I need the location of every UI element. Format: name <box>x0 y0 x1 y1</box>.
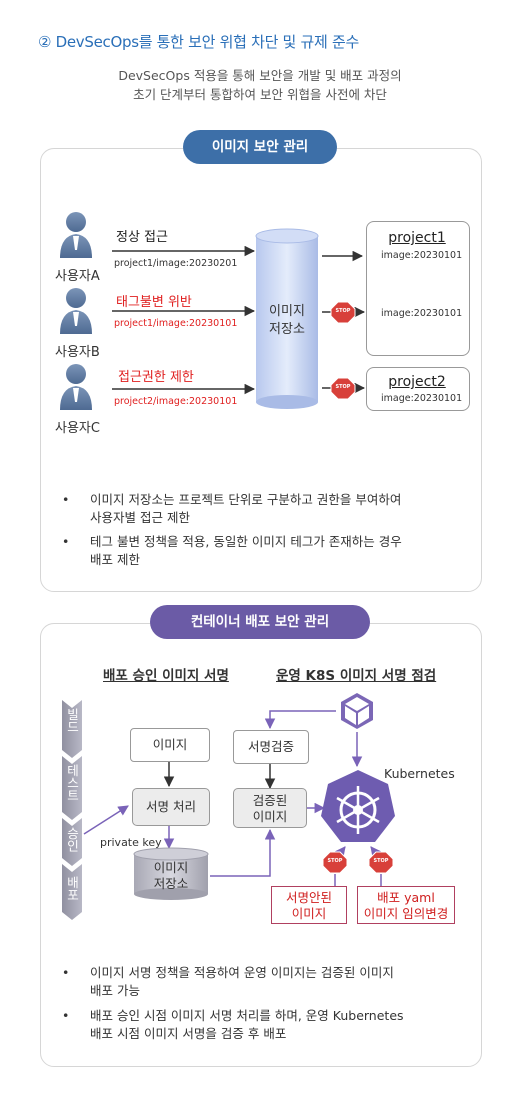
stage-build-chevron <box>62 700 82 758</box>
project1-box <box>366 221 470 356</box>
section2-bullet-2: • 배포 승인 시점 이미지 서명 처리를 하며, 운영 Kubernetes … <box>62 1007 482 1043</box>
stop-b-icon <box>330 301 356 324</box>
stage-deploy-label: 배포 <box>62 876 82 901</box>
k8s-verification-heading: 운영 K8S 이미지 서명 점검 <box>276 668 437 684</box>
verified-line-1: 검증된 <box>252 793 288 808</box>
project1-tag-1: image:20230101 <box>381 250 463 261</box>
stop-b-label: STOP <box>335 308 351 314</box>
bullet-dot: • <box>62 965 70 980</box>
user-c-icon <box>60 364 92 410</box>
approval-signing-heading: 배포 승인 이미지 서명 <box>103 668 229 684</box>
unsigned-image-box: 서명안된 이미지 <box>271 886 347 924</box>
yaml-line-2: 이미지 임의변경 <box>363 906 449 921</box>
subtitle-line-1: DevSecOps 적용을 통해 보안을 개발 및 배포 과정의 <box>118 68 402 83</box>
image-security-diagram <box>60 212 366 410</box>
bullet-dot: • <box>62 1008 70 1023</box>
user-b-path: project1/image:20230101 <box>114 318 238 329</box>
stage-test-text: 테스트 <box>64 764 80 802</box>
bullet-3-line-1: 이미지 서명 정책을 적용하여 운영 이미지는 검증된 이미지 <box>90 965 394 980</box>
signed-registry-line-2: 저장소 <box>153 876 189 891</box>
yaml-line-1: 배포 yaml <box>377 890 435 905</box>
approve-to-sign-arrow <box>83 805 129 835</box>
subtitle-line-2: 초기 단계부터 통합하여 보안 위협을 사전에 차단 <box>133 87 387 102</box>
registry-label-line-1: 이미지 <box>269 304 305 319</box>
user-a-label: 사용자A <box>55 269 100 284</box>
project2-tag: image:20230101 <box>381 393 463 404</box>
stage-build-label: 빌드 <box>62 708 82 733</box>
project1-title: project1 <box>388 230 446 246</box>
page-subtitle: DevSecOps 적용을 통해 보안을 개발 및 배포 과정의 초기 단계부터… <box>0 66 520 104</box>
signature-verify-box: 서명검증 <box>233 730 309 764</box>
stage-approve-label: 승인 <box>62 827 82 852</box>
kubernetes-label: Kubernetes <box>384 766 455 781</box>
image-registry-cylinder <box>255 228 319 409</box>
signed-registry-line-1: 이미지 <box>153 860 189 875</box>
registry-to-verified-arrow <box>210 828 276 877</box>
section1-bullet-1: • 이미지 저장소는 프로젝트 단위로 구분하고 권한을 부여하여 사용자별 접… <box>62 491 482 527</box>
bullet-dot: • <box>62 492 70 507</box>
bullet-1-line-1: 이미지 저장소는 프로젝트 단위로 구분하고 권한을 부여하여 <box>90 492 402 507</box>
bullet-1-line-2: 사용자별 접근 제한 <box>90 510 190 525</box>
bullet-2-line-2: 배포 제한 <box>90 552 140 567</box>
bullet-4-line-2: 배포 시점 이미지 서명을 검증 후 배포 <box>90 1026 287 1041</box>
stop-unsigned-label: STOP <box>327 858 343 864</box>
user-b-icon <box>60 288 92 334</box>
project2-title: project2 <box>388 374 446 390</box>
access-normal-label: 정상 접근 <box>116 230 168 245</box>
verified-image-box: 검증된 이미지 <box>233 788 307 828</box>
kubernetes-icon <box>321 770 395 842</box>
image-box: 이미지 <box>130 728 210 762</box>
stage-approve-chevron <box>62 818 82 866</box>
stage-deploy-chevron <box>62 864 82 920</box>
project1-tag-2: image:20230101 <box>381 308 463 319</box>
user-c-label: 사용자C <box>55 421 100 436</box>
stage-test-chevron <box>62 756 82 820</box>
private-key-label: private key <box>100 836 162 849</box>
bullet-4-line-1: 배포 승인 시점 이미지 서명 처리를 하며, 운영 Kubernetes <box>90 1008 404 1023</box>
unsigned-line-1: 서명안된 <box>285 890 332 905</box>
verified-line-2: 이미지 <box>252 809 288 824</box>
section1-bullet-2: • 테그 불변 정책을 적용, 동일한 이미지 테그가 존재하는 경우 배포 제… <box>62 533 482 569</box>
deploy-security-pill: 컨테이너 배포 보안 관리 <box>150 605 370 639</box>
deploy-security-panel <box>40 623 482 1067</box>
stop-c-label: STOP <box>335 384 351 390</box>
user-a-icon <box>60 212 92 258</box>
user-c-path: project2/image:20230101 <box>114 396 238 407</box>
package-to-verify-arrow <box>264 710 336 730</box>
user-b-label: 사용자B <box>55 345 100 360</box>
stage-approve-text: 승인 <box>64 827 80 852</box>
bullet-3-line-2: 배포 가능 <box>90 983 140 998</box>
bullet-dot: • <box>62 534 70 549</box>
stage-deploy-text: 배포 <box>64 876 80 901</box>
stop-unsigned-icon <box>322 851 348 874</box>
user-a-path: project1/image:20230201 <box>114 258 238 269</box>
signed-registry-label: 이미지 저장소 <box>134 860 208 892</box>
stop-yaml-icon <box>368 851 394 874</box>
signed-registry-cylinder <box>133 847 209 900</box>
package-icon <box>341 693 373 729</box>
stage-build-text: 빌드 <box>64 708 80 733</box>
unsigned-line-2: 이미지 <box>291 906 327 921</box>
access-tag-violation-label: 태그불변 위반 <box>116 295 192 310</box>
image-security-pill: 이미지 보안 관리 <box>183 130 337 164</box>
registry-label: 이미지 저장소 <box>257 303 317 339</box>
sign-processing-box: 서명 처리 <box>132 788 210 826</box>
access-permission-label: 접근권한 제한 <box>118 370 194 385</box>
yaml-tampered-box: 배포 yaml 이미지 임의변경 <box>357 886 455 924</box>
bullet-2-line-1: 테그 불변 정책을 적용, 동일한 이미지 테그가 존재하는 경우 <box>90 534 402 549</box>
project2-box <box>366 367 470 411</box>
registry-label-line-2: 저장소 <box>269 322 305 337</box>
deploy-security-diagram <box>62 693 395 920</box>
stop-c-icon <box>330 377 356 400</box>
stage-test-label: 테스트 <box>62 764 82 802</box>
stop-yaml-label: STOP <box>373 858 389 864</box>
page-title: ② DevSecOps를 통한 보안 위협 차단 및 규제 준수 <box>38 33 359 51</box>
section2-bullet-1: • 이미지 서명 정책을 적용하여 운영 이미지는 검증된 이미지 배포 가능 <box>62 964 482 1000</box>
